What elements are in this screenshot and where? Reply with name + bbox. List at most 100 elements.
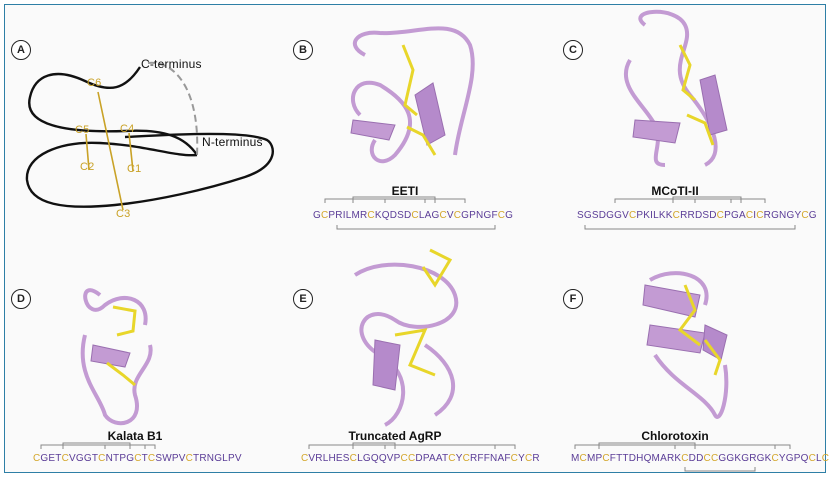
- residue: R: [315, 453, 323, 464]
- panel-letter: E: [293, 289, 313, 309]
- residue: K: [764, 453, 772, 464]
- cysteine-residue: C: [407, 453, 416, 464]
- residue: S: [342, 453, 350, 464]
- cysteine-residue: C: [33, 453, 41, 464]
- residue: A: [497, 453, 505, 464]
- residue: Y: [455, 453, 463, 464]
- cysteine-residue: C: [710, 453, 719, 464]
- residue: V: [69, 453, 76, 464]
- residue: P: [227, 453, 235, 464]
- residue: M: [571, 453, 580, 464]
- cysteine-residue: C: [320, 210, 329, 221]
- residue: P: [595, 453, 603, 464]
- residue: R: [335, 210, 343, 221]
- disulfide-c4-c1: [128, 132, 134, 172]
- residue: G: [771, 210, 780, 221]
- backbone-upper-loop: [28, 66, 198, 156]
- sequence-truncated-agrp: CVRLHESCLGQQVPCCDPAATCYCRFFNAFCYCR: [301, 453, 540, 464]
- residue: F: [609, 453, 617, 464]
- residue: P: [119, 453, 127, 464]
- residue: Q: [800, 453, 809, 464]
- cysteine-residue: C: [185, 453, 194, 464]
- panel-d: D Kalata B1 CGETCVGGTCNTPGCTCSWPVCTRNGLP…: [5, 245, 275, 472]
- residue: G: [786, 210, 795, 221]
- residue: P: [793, 453, 801, 464]
- residue: D: [694, 210, 703, 221]
- residue: G: [756, 453, 765, 464]
- protein-structure-eeti: [350, 26, 475, 164]
- residue: I: [650, 210, 654, 221]
- residue: T: [616, 453, 623, 464]
- residue: Y: [794, 210, 802, 221]
- backbone-lower-loop: [25, 132, 274, 208]
- residue: K: [674, 453, 682, 464]
- residue: G: [431, 210, 440, 221]
- residue: D: [403, 210, 412, 221]
- residue: G: [313, 210, 321, 221]
- residue: L: [653, 210, 659, 221]
- cysteine-residue: C: [400, 453, 408, 464]
- cysteine-residue: C: [349, 453, 358, 464]
- residue: S: [155, 453, 163, 464]
- residue: D: [709, 210, 717, 221]
- disulfide-brackets: [574, 442, 791, 472]
- sequence-mcoti-ii: SGSDGGVCPKILKKCRRDSDCPGACICRGNGYCG: [577, 210, 817, 221]
- cysteine-residue: C: [579, 453, 587, 464]
- residue: F: [477, 453, 484, 464]
- panel-letter: A: [11, 40, 31, 60]
- residue: Q: [381, 210, 390, 221]
- label-c3: C3: [116, 208, 131, 220]
- residue: T: [622, 453, 629, 464]
- panel-letter: D: [11, 289, 31, 309]
- residue: Q: [643, 453, 652, 464]
- residue: T: [193, 453, 200, 464]
- panel-f: F Chlorotoxin MCMPCFTTDHQMARKCDDCCGGKGRG…: [555, 245, 830, 472]
- panel-a: A C-terminus N-terminus C6 C5 C4 C2 C1 C…: [5, 5, 275, 235]
- residue: G: [606, 210, 615, 221]
- residue: F: [483, 453, 491, 464]
- residue: V: [386, 453, 394, 464]
- residue: M: [351, 210, 360, 221]
- residue: Q: [370, 453, 379, 464]
- residue: Q: [378, 453, 387, 464]
- residue: T: [91, 453, 99, 464]
- label-c4: C4: [120, 123, 135, 135]
- protein-structure-truncated-agrp: [353, 248, 459, 427]
- panel-letter: F: [563, 289, 583, 309]
- residue: D: [696, 453, 704, 464]
- residue: R: [470, 453, 478, 464]
- residue: S: [591, 210, 599, 221]
- disulfide-brackets: [40, 442, 156, 449]
- cysteine-residue: C: [716, 210, 725, 221]
- cysteine-residue: C: [510, 453, 519, 464]
- residue: L: [357, 453, 363, 464]
- panel-letter: B: [293, 40, 313, 60]
- residue: G: [726, 453, 735, 464]
- disulfide-brackets: [308, 442, 516, 449]
- residue: P: [171, 453, 179, 464]
- residue: G: [614, 210, 623, 221]
- residue: P: [393, 453, 401, 464]
- residue: M: [586, 453, 596, 464]
- residue: R: [532, 453, 540, 464]
- residue: G: [505, 210, 514, 221]
- residue: I: [342, 210, 346, 221]
- cysteine-residue: C: [808, 453, 817, 464]
- residue: E: [335, 453, 343, 464]
- residue: N: [206, 453, 215, 464]
- protein-structure-chlorotoxin: [642, 271, 729, 419]
- cysteine-residue: C: [411, 210, 419, 221]
- cysteine-residue: C: [745, 210, 754, 221]
- disulfide-c5-c2: [85, 133, 90, 171]
- residue: G: [83, 453, 92, 464]
- cysteine-residue: C: [448, 453, 456, 464]
- residue: T: [113, 453, 120, 464]
- residue: V: [178, 453, 186, 464]
- cysteine-residue: C: [98, 453, 106, 464]
- residue: D: [415, 453, 423, 464]
- cysteine-residue: C: [497, 210, 506, 221]
- protein-structure-kalata-b1: [80, 288, 153, 426]
- label-c2: C2: [80, 161, 95, 173]
- residue: F: [504, 453, 511, 464]
- residue: F: [491, 210, 498, 221]
